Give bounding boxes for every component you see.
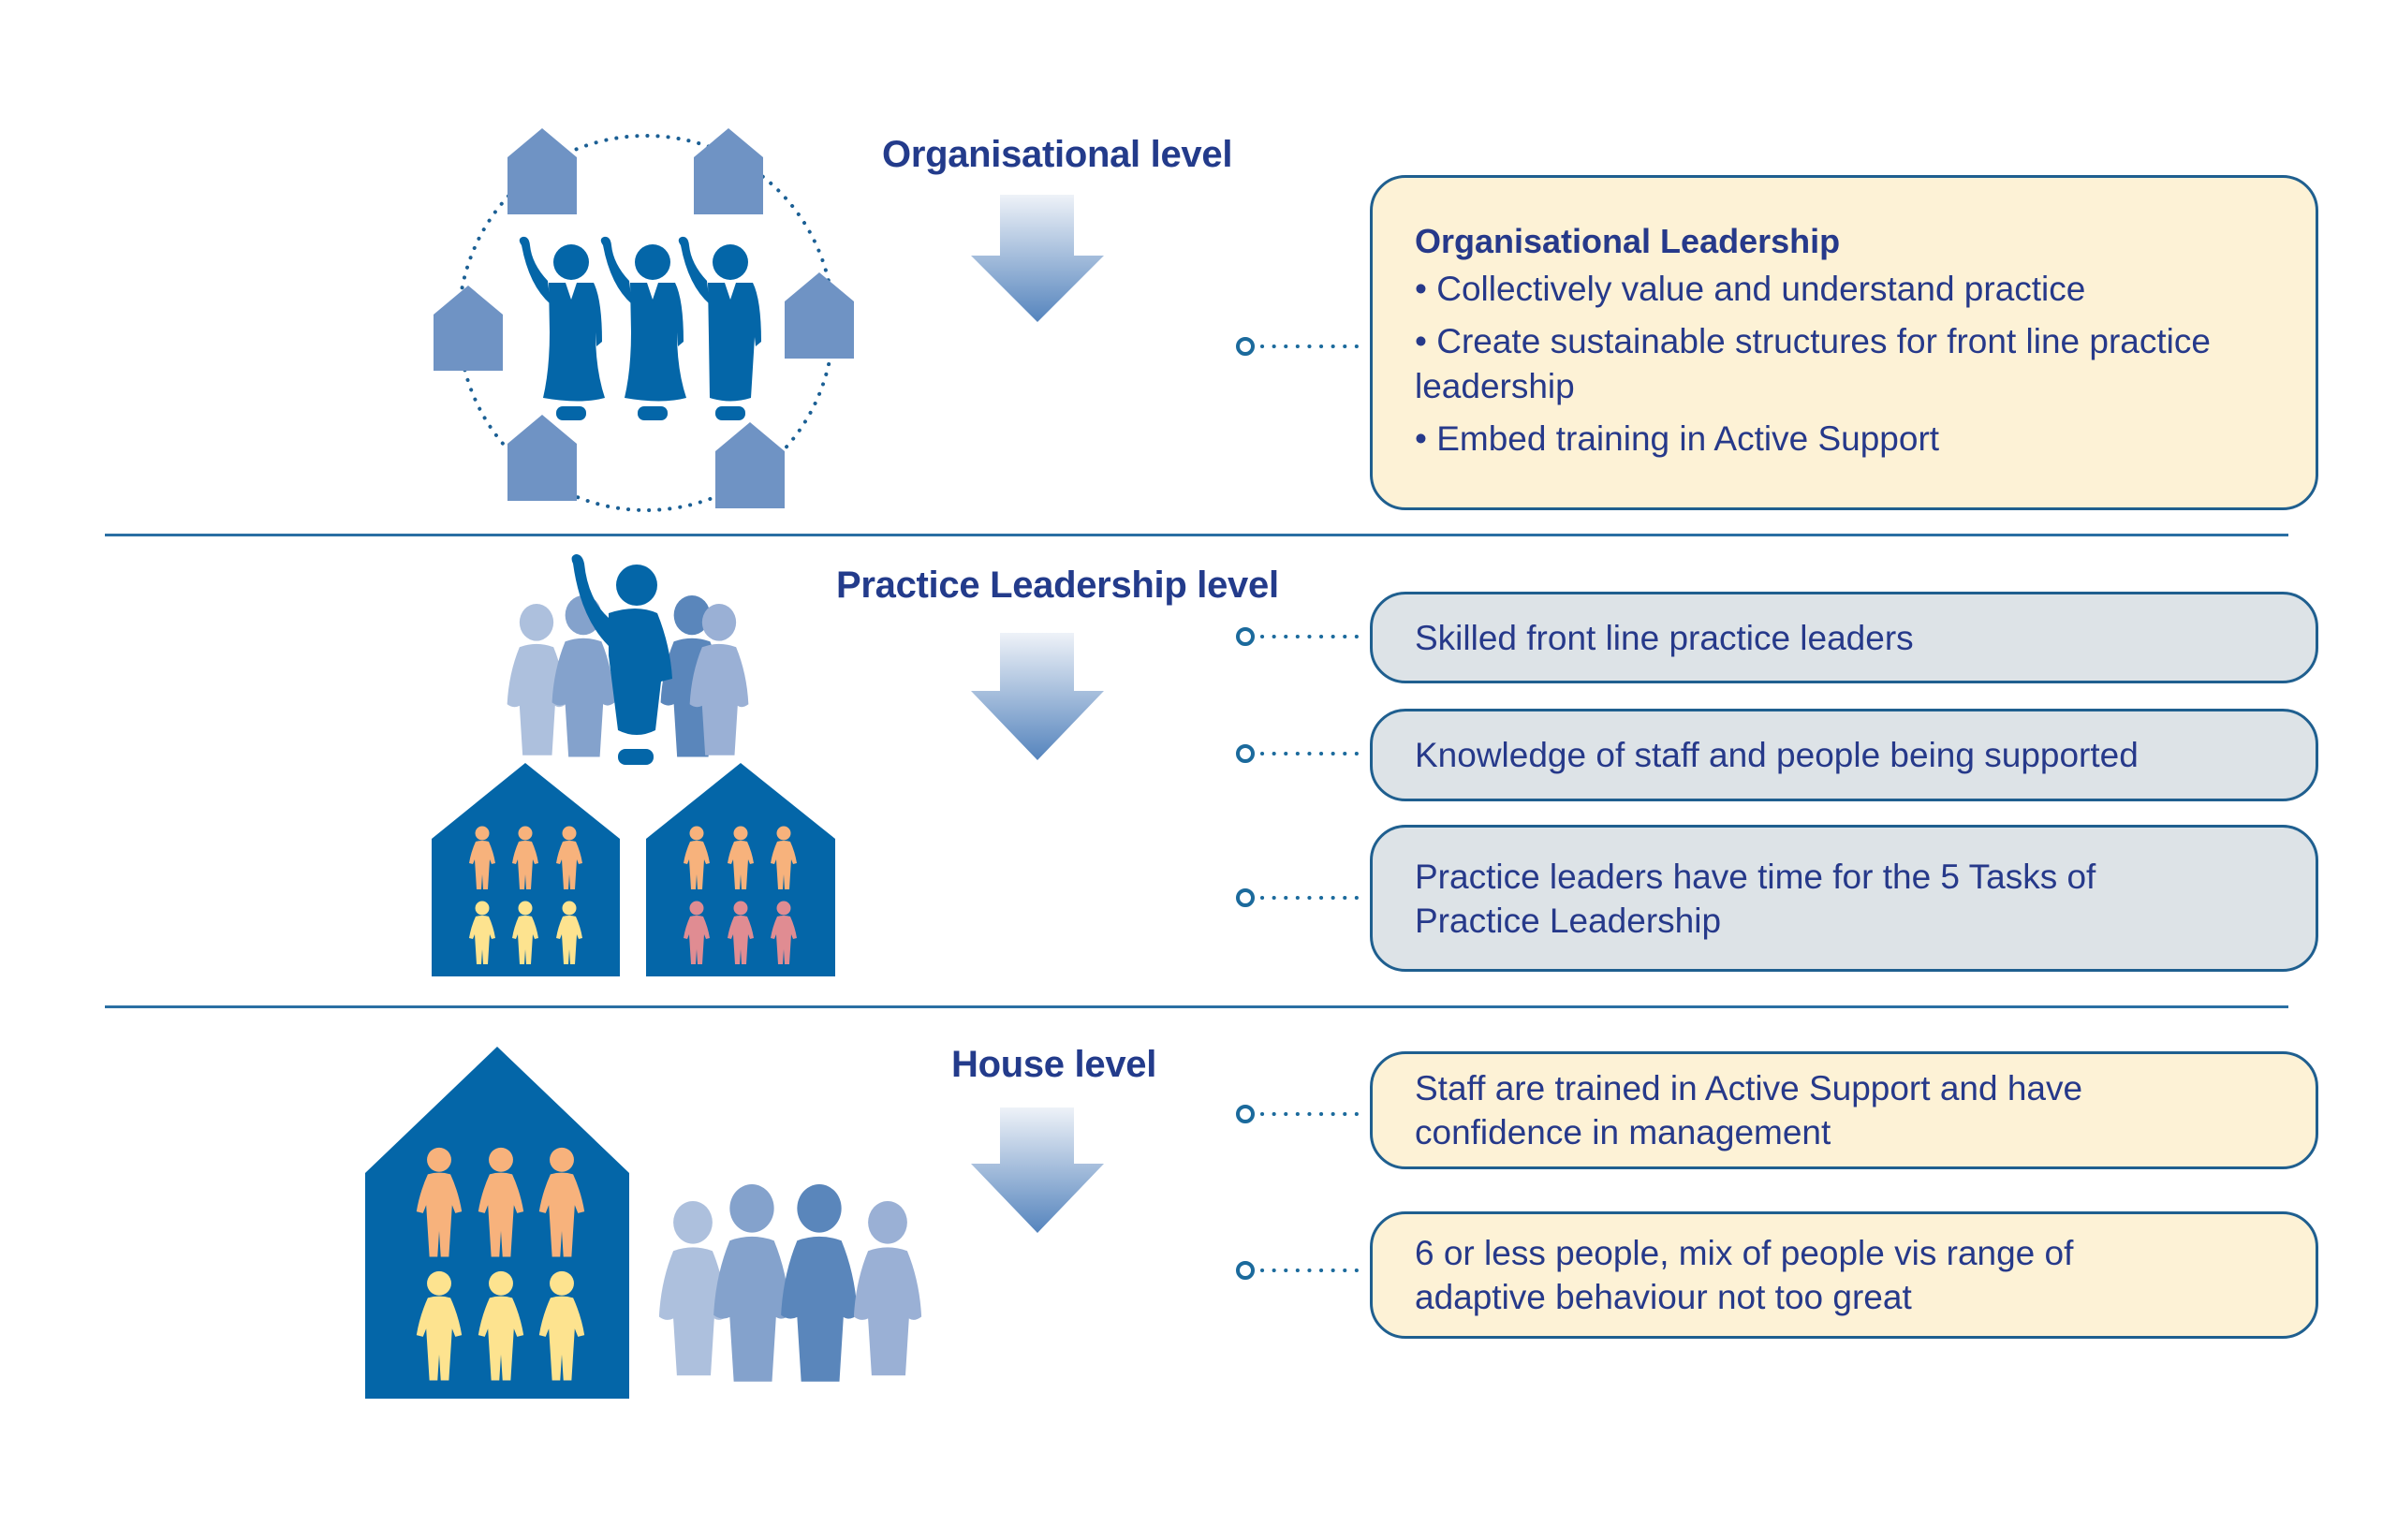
box-heading: Organisational Leadership (1415, 222, 1841, 260)
practice-leader-figure-icon (571, 554, 672, 765)
leaders-circle-of-houses-icon (434, 128, 854, 512)
house-icon (785, 272, 854, 359)
staff-trained-box: Staff are trained in Active Support and … (1370, 1051, 2318, 1169)
house-icon (432, 763, 620, 976)
section-divider (105, 534, 2288, 536)
skilled-practice-leaders-box: Skilled front line practice leaders (1370, 592, 2318, 683)
house-icon (507, 415, 577, 501)
connector-dots-icon (1236, 888, 1365, 907)
house-with-residents-and-staff-icon (365, 1047, 922, 1399)
leader-figure-icon (519, 236, 605, 420)
arrow-down-icon (971, 195, 1104, 322)
level-title: Organisational level (882, 134, 1233, 175)
level-title: Practice Leadership level (836, 565, 1279, 606)
staff-figure-icon (853, 1201, 922, 1376)
arrow-down-icon (971, 633, 1104, 760)
house-icon (365, 1047, 629, 1399)
bullet-item: • Embed training in Active Support (1415, 419, 1940, 458)
connector-dots-icon (1236, 337, 1365, 356)
house-icon (694, 128, 763, 214)
bullet-item: • Collectively value and understand prac… (1415, 270, 2086, 308)
arrow-down-icon (971, 1107, 1104, 1233)
organisational-leadership-box: Organisational Leadership • Collectively… (1370, 175, 2318, 510)
connector-dots-icon (1236, 627, 1365, 646)
box-text: Staff are trained in Active Support and … (1415, 1069, 2083, 1151)
connector-dots-icon (1236, 1105, 1365, 1123)
house-icon (646, 763, 835, 976)
leader-figure-icon (600, 236, 686, 420)
connector-dots-icon (1236, 1261, 1365, 1280)
house-icon (507, 128, 577, 214)
connector-dots-icon (1236, 744, 1365, 763)
bullet-item: • Create sustainable structures for fron… (1415, 322, 2211, 405)
house-icon (715, 422, 785, 508)
box-text: Knowledge of staff and people being supp… (1415, 736, 2139, 774)
box-text: 6 or less people, mix of people vis rang… (1415, 1234, 2074, 1316)
level-title: House level (951, 1044, 1157, 1085)
knowledge-of-staff-box: Knowledge of staff and people being supp… (1370, 709, 2318, 801)
time-for-tasks-box: Practice leaders have time for the 5 Tas… (1370, 825, 2318, 972)
box-text: Skilled front line practice leaders (1415, 618, 1914, 657)
box-text: Practice leaders have time for the 5 Tas… (1415, 857, 2096, 940)
practice-leader-over-houses-icon (432, 554, 835, 976)
group-size-box: 6 or less people, mix of people vis rang… (1370, 1211, 2318, 1339)
section-divider (105, 1005, 2288, 1008)
staff-figure-icon (781, 1184, 858, 1382)
staff-figure-icon (713, 1184, 790, 1382)
house-icon (434, 286, 503, 371)
leader-figure-icon (678, 236, 761, 420)
